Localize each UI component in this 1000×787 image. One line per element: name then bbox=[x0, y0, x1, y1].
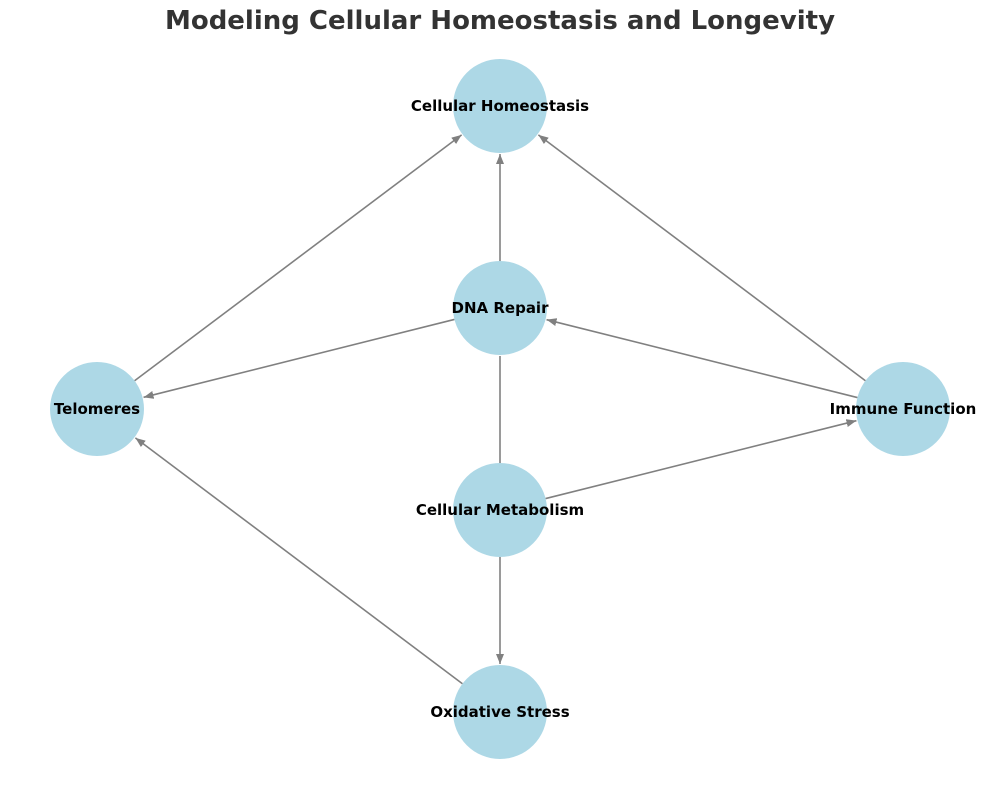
edge-dna-to-telomeres bbox=[143, 318, 455, 399]
edge-telomeres-to-homeostasis bbox=[134, 134, 463, 382]
node-label-immune: Immune Function bbox=[830, 400, 977, 418]
node-label-homeostasis: Cellular Homeostasis bbox=[411, 97, 589, 115]
edge-metabolism-to-immune bbox=[545, 419, 857, 500]
node-label-oxidative: Oxidative Stress bbox=[430, 703, 569, 721]
node-circle-telomeres bbox=[50, 362, 144, 456]
node-oxidative: Oxidative Stress bbox=[430, 665, 570, 759]
node-circle-immune bbox=[856, 362, 950, 456]
node-label-dna: DNA Repair bbox=[452, 299, 550, 317]
edge-oxidative-to-telomeres bbox=[134, 437, 463, 685]
node-metabolism: Cellular Metabolism bbox=[416, 463, 584, 557]
node-label-telomeres: Telomeres bbox=[54, 400, 140, 418]
node-immune: Immune Function bbox=[830, 362, 977, 456]
node-circle-metabolism bbox=[453, 463, 547, 557]
diagram-title: Modeling Cellular Homeostasis and Longev… bbox=[164, 6, 836, 36]
node-telomeres: Telomeres bbox=[50, 362, 144, 456]
node-circle-dna bbox=[453, 261, 547, 355]
node-homeostasis: Cellular Homeostasis bbox=[411, 59, 589, 153]
edge-immune-to-dna bbox=[546, 318, 858, 399]
node-circle-oxidative bbox=[453, 665, 547, 759]
edge-immune-to-homeostasis bbox=[537, 134, 866, 382]
node-dna: DNA Repair bbox=[452, 261, 550, 355]
node-label-metabolism: Cellular Metabolism bbox=[416, 501, 584, 519]
node-circle-homeostasis bbox=[453, 59, 547, 153]
edges-layer bbox=[134, 134, 866, 685]
